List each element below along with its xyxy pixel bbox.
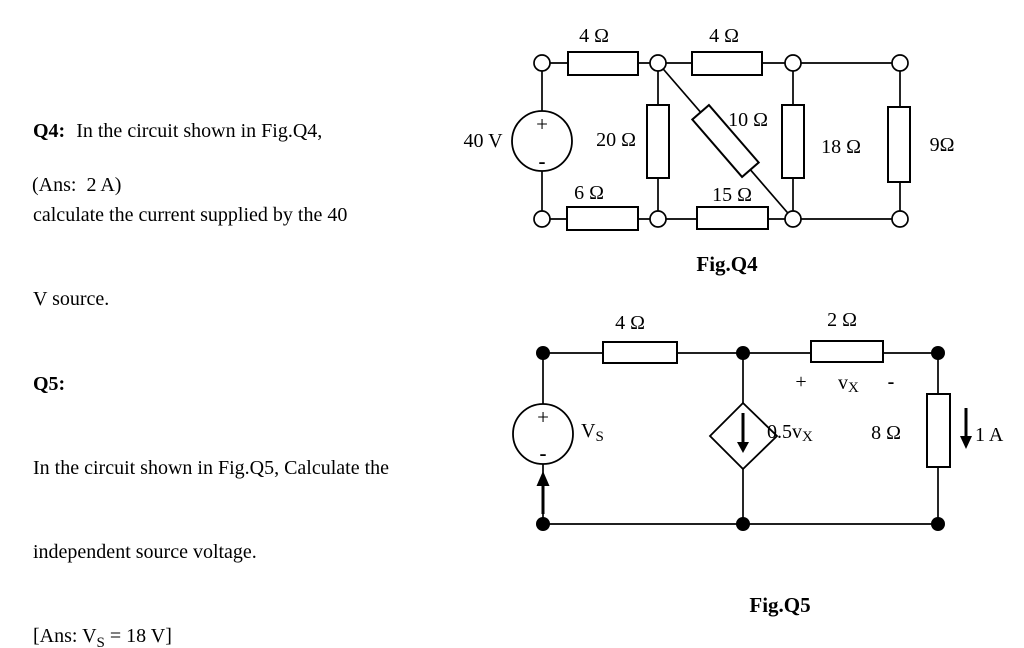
q5-node-top-mid (736, 346, 750, 360)
q4-label-40v: 40 V (463, 130, 503, 152)
q4-text-line-2: calculate the current supplied by the 40 (33, 204, 348, 226)
q4-resistor-4ohm-right (691, 51, 763, 76)
q5-dependent-arrow-head (737, 442, 749, 453)
q4-label-4ohm-left: 4 Ω (579, 25, 609, 47)
q4-resistor-20ohm (646, 104, 670, 179)
q5-answer-prefix: [Ans: V (33, 625, 97, 647)
q5-label-1a: 1 A (975, 424, 1004, 446)
q5-label-2ohm: 2 Ω (827, 309, 857, 331)
q5-label-8ohm: 8 Ω (871, 422, 901, 444)
q4-resistor-6ohm (566, 206, 639, 231)
q4-label-10ohm: 10 Ω (728, 109, 768, 131)
q5-node-bottom-right (931, 517, 945, 531)
q4-resistor-15ohm (696, 206, 769, 230)
q4-text-line-3: V source. (33, 288, 110, 310)
q5-source-minus-sign: - (540, 441, 547, 465)
q4-node-bottom-right (784, 210, 802, 228)
q5-answer: [Ans: VS = 18 V] (33, 622, 473, 648)
q4-label-9ohm: 9Ω (930, 134, 955, 156)
q5-resistor-4ohm (602, 341, 678, 364)
q4-line1-text: In the circuit shown in Fig.Q4, (76, 120, 323, 142)
q4-resistor-10ohm-diagonal (690, 103, 761, 179)
q4-node-bottom-mid (649, 210, 667, 228)
q5-label-vs: VS (581, 420, 604, 445)
q4-resistor-4ohm-left (567, 51, 639, 76)
q5-vx-minus-sign: - (888, 371, 895, 393)
q5-circuit: + - 4 Ω 2 Ω VS + vX - (512, 309, 1004, 617)
q5-1a-arrow-head (960, 436, 972, 449)
q5-answer-suffix: = 18 V] (104, 625, 172, 647)
q5-figure-caption: Fig.Q5 (749, 593, 810, 617)
q4-answer: (Ans: 2 A) (32, 174, 122, 196)
q4-node-top-right (784, 54, 802, 72)
q4-node-top-mid (649, 54, 667, 72)
q4-source-plus-sign: + (536, 112, 548, 136)
q5-label-4ohm: 4 Ω (615, 312, 645, 334)
q5-voltage-source-symbol (512, 403, 574, 465)
q4-node-top-far-right (891, 54, 909, 72)
q4-text-line-1: Q4: In the circuit shown in Fig.Q4, (33, 117, 445, 145)
q4-node-bottom-far-right (891, 210, 909, 228)
q4-voltage-source-symbol (511, 110, 573, 172)
q5-resistor-2ohm (810, 340, 884, 363)
q5-resistor-8ohm (926, 393, 951, 468)
q5-node-top-right (931, 346, 945, 360)
q5-source-plus-sign: + (537, 405, 549, 429)
q4-circuit: + - 4 Ω 4 Ω 40 V 20 Ω 10 Ω 18 Ω 9Ω 6 Ω 1… (463, 25, 954, 276)
q4-node-bottom-left (533, 210, 551, 228)
q4-resistor-9ohm (887, 106, 911, 183)
q5-heading: Q5: (33, 373, 66, 395)
q5-problem-text: Q5: In the circuit shown in Fig.Q5, Calc… (33, 314, 473, 648)
q4-source-minus-sign: - (539, 149, 546, 173)
q5-vx-plus-sign: + (795, 371, 806, 393)
q5-node-top-left (536, 346, 550, 360)
q4-heading: Q4: (33, 120, 66, 142)
q5-vx-label: vX (838, 372, 859, 396)
q5-node-bottom-mid (736, 517, 750, 531)
q4-label-6ohm: 6 Ω (574, 182, 604, 204)
q4-resistor-18ohm (781, 104, 805, 179)
q5-source-current-arrow-head (536, 471, 550, 486)
q4-label-4ohm-right: 4 Ω (709, 25, 739, 47)
q4-label-18ohm: 18 Ω (821, 136, 861, 158)
q5-text-line-1: In the circuit shown in Fig.Q5, Calculat… (33, 457, 390, 479)
q4-label-20ohm: 20 Ω (596, 129, 636, 151)
q5-dependent-source-label: 0.5vX (767, 421, 813, 445)
q5-node-bottom-left (536, 517, 550, 531)
q4-problem-text: Q4: In the circuit shown in Fig.Q4, calcu… (33, 61, 445, 369)
q4-figure-caption: Fig.Q4 (696, 252, 758, 276)
q5-answer-subscript: S (96, 635, 105, 648)
q4-label-15ohm: 15 Ω (712, 184, 752, 206)
q5-text-line-2: independent source voltage. (33, 541, 257, 563)
q4-node-top-left (533, 54, 551, 72)
